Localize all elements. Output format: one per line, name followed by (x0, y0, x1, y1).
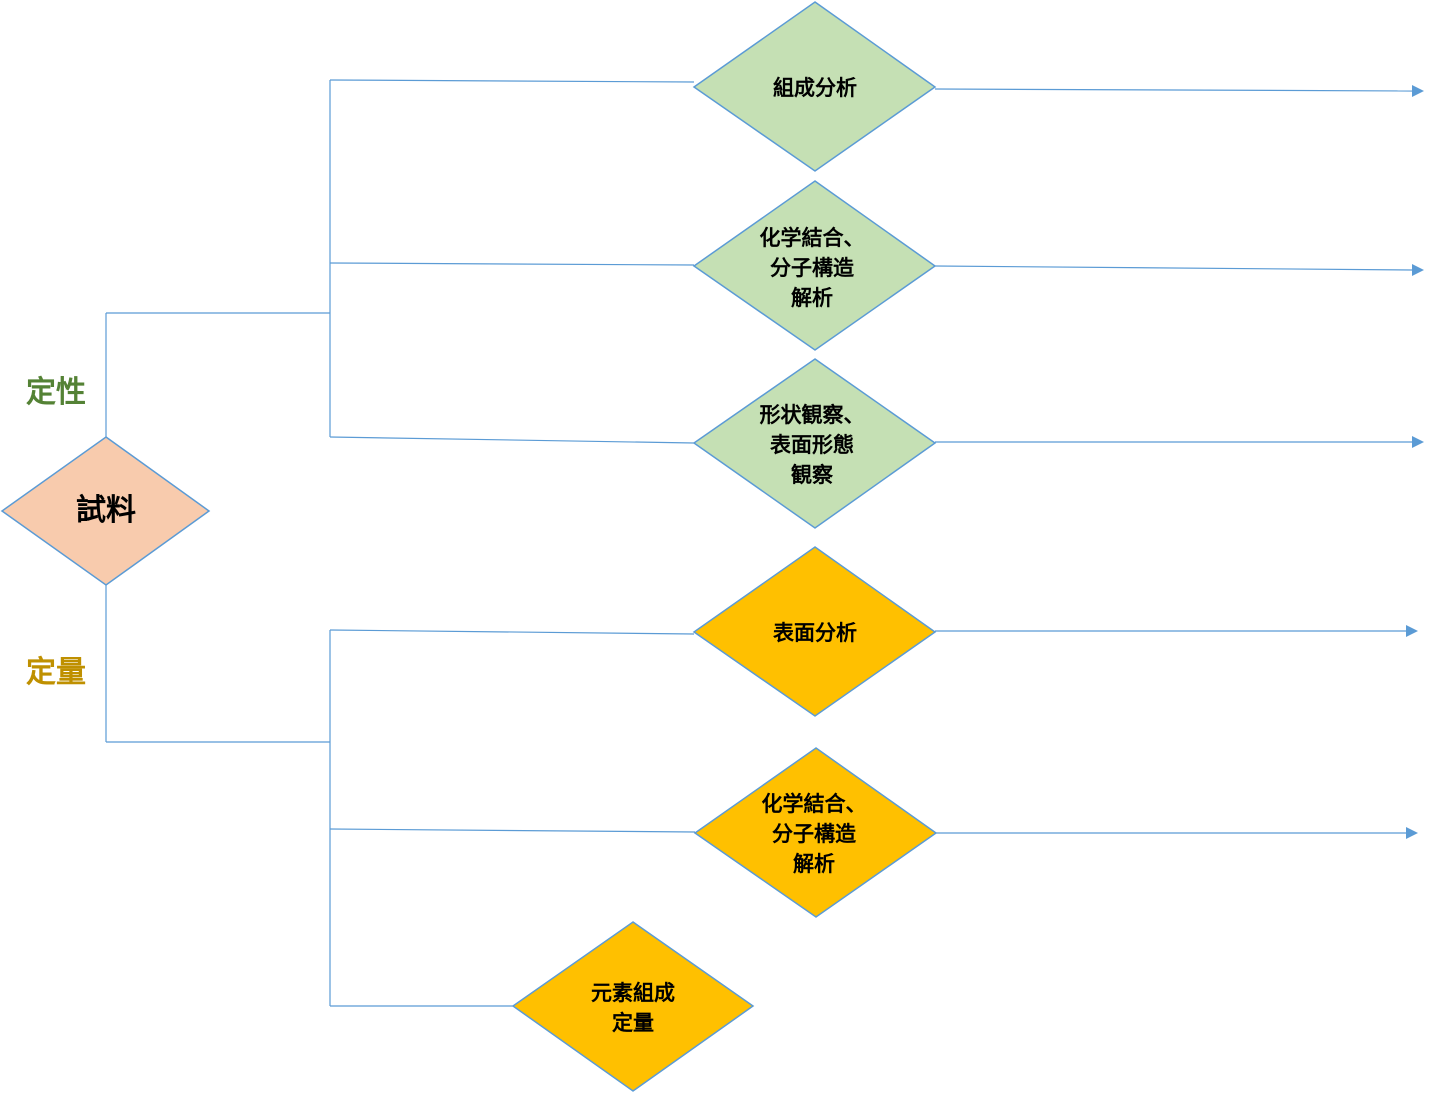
connector-chemical-bond-qual (329, 262, 695, 266)
chemical-bond-quant-line-1: 化学結合、 (761, 792, 867, 816)
chemical-bond-quant-label: 化学結合、 分子構造 解析 (762, 789, 867, 879)
chemical-bond-quant-diamond (693, 747, 938, 918)
shape-observation-line-2: 表面形態 (770, 433, 854, 457)
surface-analysis-label: 表面分析 (773, 618, 857, 648)
chemical-bond-quant-line-2: 分子構造 (772, 822, 856, 846)
chemical-bond-qual-label: 化学結合、 分子構造 解析 (760, 223, 865, 313)
element-quant-label: 元素組成 定量 (591, 978, 675, 1038)
shape-observation-diamond (692, 358, 937, 529)
chemical-bond-qual-line-2: 分子構造 (770, 256, 854, 280)
element-quant-line-2: 定量 (612, 1011, 654, 1035)
connector-surface-analysis (329, 629, 695, 635)
composition-label: 組成分析 (773, 73, 857, 103)
chemical-bond-qual-line-1: 化学結合、 (759, 226, 865, 250)
connector-composition (329, 79, 695, 83)
chemical-bond-qual-diamond (692, 180, 937, 351)
sample-diamond (0, 436, 211, 586)
arrow-line-chemical-bond-qual (934, 265, 1413, 271)
shape-observation-line-3: 観察 (791, 463, 833, 487)
arrow-line-composition (934, 88, 1413, 92)
surface-analysis-line-1: 表面分析 (773, 621, 857, 645)
element-quant-diamond (511, 921, 755, 1092)
shape-observation-line-1: 形状観察、 (759, 403, 865, 427)
composition-line-1: 組成分析 (773, 76, 857, 100)
chemical-bond-qual-line-3: 解析 (791, 286, 833, 310)
arrowhead-composition (1412, 85, 1424, 97)
surface-analysis-diamond (692, 546, 937, 717)
sample-label: 試料 (76, 493, 136, 528)
quantitative-label: 定量 (26, 655, 86, 690)
arrowhead-chemical-bond-qual (1412, 264, 1424, 276)
composition-diamond (692, 1, 937, 172)
arrowhead-chemical-bond-quant (1406, 827, 1418, 839)
connector-shape-observation (329, 436, 695, 444)
arrowhead-shape-observation (1412, 436, 1424, 448)
shape-observation-label: 形状観察、 表面形態 観察 (760, 400, 865, 490)
chemical-bond-quant-line-3: 解析 (793, 852, 835, 876)
element-quant-line-1: 元素組成 (591, 981, 675, 1005)
arrowhead-surface-analysis (1406, 625, 1418, 637)
qualitative-label: 定性 (26, 375, 86, 410)
connector-chemical-bond-quant (329, 828, 696, 833)
